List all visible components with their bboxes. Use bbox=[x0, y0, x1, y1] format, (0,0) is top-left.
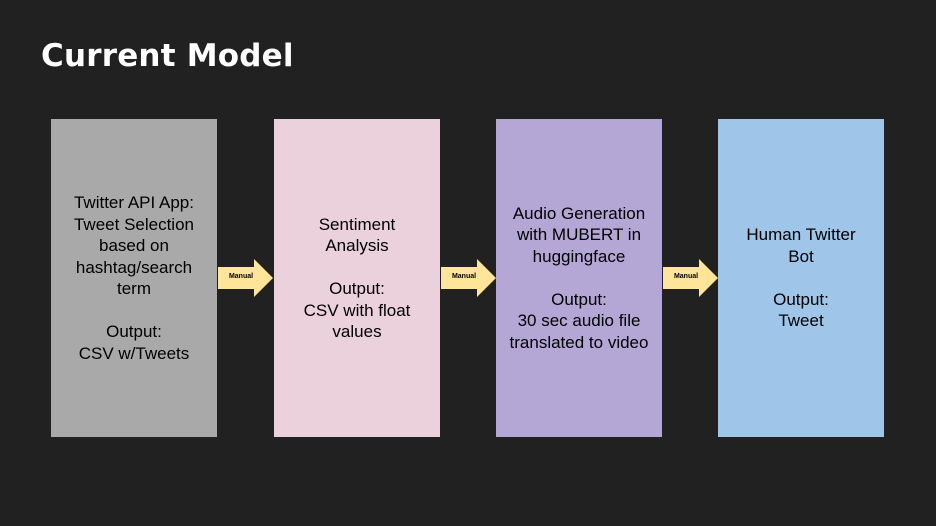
box-line: values bbox=[332, 322, 382, 341]
arrow-right-icon bbox=[663, 259, 718, 297]
box-line: Human Twitter bbox=[746, 225, 856, 245]
box-line: Audio Generation bbox=[512, 203, 646, 223]
box-line bbox=[722, 267, 880, 289]
box-line: Twitter API App: bbox=[73, 193, 194, 212]
box-line: CSV with float bbox=[303, 300, 411, 320]
process-box-sentiment-analysis: Sentiment Analysis Output: CSV with floa… bbox=[274, 119, 440, 437]
box-line: Tweet Selection bbox=[73, 214, 194, 234]
manual-arrow: Manual bbox=[441, 259, 497, 297]
box-line bbox=[55, 300, 213, 322]
arrow-label: Manual bbox=[228, 273, 254, 280]
arrow-label: Manual bbox=[451, 273, 477, 280]
box-line bbox=[278, 257, 436, 279]
box-line: 30 sec audio file bbox=[517, 311, 641, 331]
box-line: Analysis bbox=[325, 236, 389, 255]
manual-arrow: Manual bbox=[663, 259, 719, 297]
box-line: based on bbox=[99, 236, 169, 255]
box-line bbox=[500, 267, 658, 289]
box-line: Output: bbox=[329, 279, 385, 298]
box-line: huggingface bbox=[532, 246, 626, 266]
arrow-right-icon bbox=[441, 259, 496, 297]
process-box-human-twitter-bot: Human Twitter Bot Output: Tweet bbox=[718, 119, 884, 437]
box-line: term bbox=[117, 279, 151, 298]
arrow-right-icon bbox=[218, 259, 273, 297]
box-line: Tweet bbox=[778, 311, 824, 331]
page-title: Current Model bbox=[41, 38, 294, 74]
box-line: Output: bbox=[773, 289, 829, 309]
box-line: with MUBERT in bbox=[516, 225, 642, 245]
box-line: Bot bbox=[788, 246, 814, 266]
box-line: Output: bbox=[551, 289, 607, 309]
box-line: CSV w/Tweets bbox=[78, 343, 190, 363]
process-box-tweet-selection: Twitter API App: Tweet Selection based o… bbox=[51, 119, 217, 437]
box-line: Output: bbox=[106, 322, 162, 341]
process-box-audio-generation: Audio Generation with MUBERT in huggingf… bbox=[496, 119, 662, 437]
box-line: hashtag/search bbox=[75, 257, 193, 277]
box-line: translated to video bbox=[509, 332, 649, 352]
arrow-label: Manual bbox=[673, 273, 699, 280]
manual-arrow: Manual bbox=[218, 259, 274, 297]
box-line: Sentiment bbox=[318, 214, 396, 234]
